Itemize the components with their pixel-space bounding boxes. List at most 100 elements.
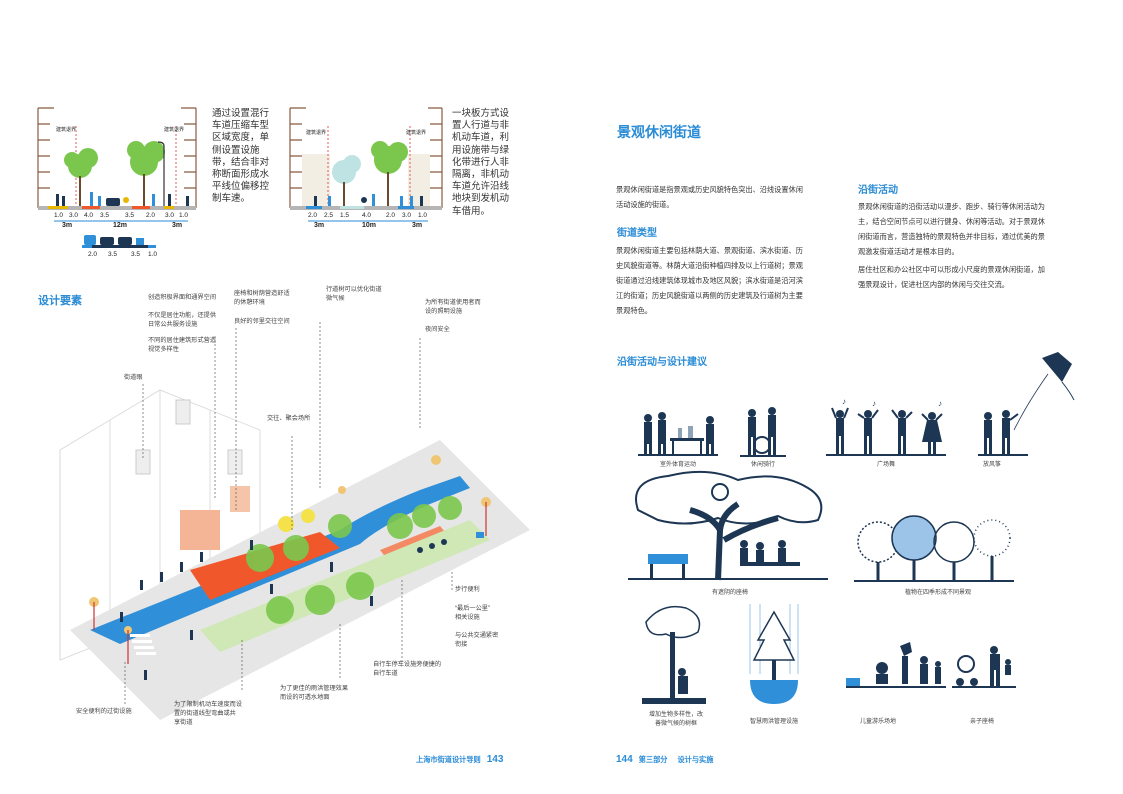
section-a-dim: 3.5 xyxy=(125,212,134,219)
callout-line: 设的照明设施 xyxy=(425,308,463,315)
cycling-label: 休闲骑行 xyxy=(750,462,775,468)
section-b-dim: 2.0 xyxy=(308,212,317,219)
text-line: 活动设施的街道。 xyxy=(616,200,674,209)
text-line: 平线位偏移控 xyxy=(212,181,270,193)
callout-line: 微气候 xyxy=(326,295,345,302)
section-a-width: 3m xyxy=(172,222,182,229)
seasonal-plants-label: 植物在四季形成不同景观 xyxy=(904,590,971,596)
shaded-seating-icon xyxy=(628,470,828,581)
svg-text:♪: ♪ xyxy=(872,399,876,408)
section-a-dim: 4.0 xyxy=(84,212,93,219)
section-a-width: 12m xyxy=(113,222,127,229)
section-a-setback-left: 建筑退界 xyxy=(56,126,76,133)
callout-line: 不同的居住建筑形式营造 xyxy=(148,337,217,344)
callout-line: 为了限制机动车速度而设 xyxy=(174,701,243,708)
section-a-dim-bottom: 3.5 xyxy=(108,251,117,258)
kite-flying-icon xyxy=(978,352,1075,456)
section-b-dim: 2.0 xyxy=(386,212,395,219)
text-line: 置人行道与非 xyxy=(452,120,510,132)
text-line: 制车速。 xyxy=(212,193,251,205)
street-axonometric-illustration xyxy=(59,322,530,720)
text-line: 江的街道；历史风貌街道以两侧的历史建筑及行道树为主要 xyxy=(616,291,803,300)
intro-paragraph: 景观休闲街道是指景观或历史风貌特色突出、沿线设置休闲 活动设施的街道。 xyxy=(616,182,848,212)
section-a-dim-bottom: 2.0 xyxy=(88,251,97,258)
text-line: 隔离，非机动 xyxy=(452,169,510,181)
activity-paragraph: 景观休闲街道的沿街活动以漫步、跑步、骑行等休闲活动为 主，结合空间节点可以进行健… xyxy=(858,199,1092,292)
callout-line: 置的街道线型弯曲或共 xyxy=(174,710,236,717)
biodiversity-tree-pit-icon xyxy=(642,605,706,704)
text-line: 史风貌街道等。林荫大道沿街种植四排及以上行道树；景观 xyxy=(616,261,803,270)
callout-night-safety: 夜间安全 xyxy=(425,326,450,333)
callout-line: 为了更佳的雨洪管理效果 xyxy=(280,685,349,692)
text-line: 景观特色。 xyxy=(616,306,652,315)
text-line: 车道压缩车型 xyxy=(212,120,270,132)
section-a-dim: 1.0 xyxy=(179,212,188,219)
callout-active-frontage: 创造积极界面和通界空间 xyxy=(148,294,217,301)
text-line: 观激发街道活动才是根本目的。 xyxy=(858,247,959,256)
text-line: 景观休闲街道主要包括林荫大道、景观街道、滨水街道、历 xyxy=(616,246,803,255)
label-line: 善微气候的树框 xyxy=(654,721,697,727)
family-seating-label: 亲子座椅 xyxy=(969,719,994,725)
text-line: 机动车道，利 xyxy=(452,132,510,144)
text-line: 强景观设计，促进社区内部的休闲与交往交流。 xyxy=(858,280,1009,289)
text-line: 通过设置混行 xyxy=(212,108,270,119)
svg-text:♪: ♪ xyxy=(842,397,846,406)
callout-public-services: 不仅是居住功能，还提供 日常公共服务设施 xyxy=(148,311,216,329)
callout-traffic-calming: 为了限制机动车速度而设 置的街道线型弯曲或共 享街道 xyxy=(174,700,242,727)
callout-line: 衔接 xyxy=(455,641,468,648)
section-a-dim: 3.0 xyxy=(69,212,78,219)
text-line: 居住社区和办公社区中可以形成小尺度的景观休闲街道，加 xyxy=(858,265,1045,274)
callout-line: 而设的可透水地面 xyxy=(280,694,330,701)
section-a-dim-bottom: 3.5 xyxy=(131,251,140,258)
text-line: 区域宽度，单 xyxy=(212,132,270,144)
right-page-number: 144 xyxy=(616,754,633,765)
callout-line: 视觉多样性 xyxy=(148,346,179,353)
sport-label: 室外体育运动 xyxy=(659,462,696,468)
text-line: 主，结合空间节点可以进行健身、休闲等活动。对于景观休 xyxy=(858,217,1045,226)
square-dance-label: 广场舞 xyxy=(876,462,895,468)
text-line: 街道通过沿线建筑体现城市及地区风貌；滨水街道是沿河滨 xyxy=(616,276,803,285)
suggestions-title: 沿街活动与设计建议 xyxy=(617,357,707,368)
callout-line: 与公共交通紧密 xyxy=(455,632,499,639)
section-b-diagram: 建筑退界 建筑退界 2.0 2.5 1.5 4.0 2.0 3.0 1.0 3m… xyxy=(289,107,443,229)
section-a-width: 3m xyxy=(62,222,72,229)
section-b-setback-right: 建筑退界 xyxy=(406,129,426,136)
callout-lighting: 为所有街道使用者而 设的照明设施 xyxy=(425,298,481,316)
section-a-dim: 2.0 xyxy=(146,212,155,219)
callout-street-eyes: 街道眼 xyxy=(124,374,143,381)
section-b-description: 一块板方式设 置人行道与非 机动车道，利 用设施带与绿 化带进行人非 隔离，非机… xyxy=(452,108,512,218)
callout-line: 的休憩环境 xyxy=(234,299,265,306)
section-a-diagram: 建筑退界 建筑退界 1.0 3.0 4.0 3.5 3.5 2.0 3.0 1.… xyxy=(37,107,197,258)
callout-last-mile: “最后一公里” 相关设施 xyxy=(455,604,490,622)
callout-line: 相关设施 xyxy=(455,614,480,621)
section-a-dim-bottom: 1.0 xyxy=(148,251,157,258)
section-a-description: 通过设置混行 车道压缩车型 区域宽度，单 侧设置设施 带，结合非对 称断面形成水… xyxy=(212,108,272,206)
callout-line: 座椅和树荫营造舒适 xyxy=(234,290,290,297)
section-a-dim: 3.5 xyxy=(100,212,109,219)
family-seating-icon xyxy=(952,646,1016,688)
section-a-setback-right: 建筑退界 xyxy=(164,126,184,133)
section-b-dim: 1.5 xyxy=(340,212,349,219)
callout-visual-diversity: 不同的居住建筑形式营造 视觉多样性 xyxy=(148,336,216,354)
left-footer: 上海市街道设计导则 143 xyxy=(416,754,503,765)
section-b-setback-left: 建筑退界 xyxy=(306,129,326,136)
text-line: 一块板方式设 xyxy=(452,108,510,119)
street-types-paragraph: 景观休闲街道主要包括林荫大道、景观街道、滨水街道、历 史风貌街道等。林荫大道沿街… xyxy=(616,243,848,318)
text-line: 闲街道而言，营造独特的景观特色并非目标，通过优美的景 xyxy=(858,232,1045,241)
section-b-dim: 3.0 xyxy=(402,212,411,219)
callout-permeable-ground: 为了更佳的雨洪管理效果 而设的可透水地面 xyxy=(280,684,348,702)
activity-title: 沿街活动 xyxy=(858,185,898,196)
section-b-dim: 4.0 xyxy=(362,212,371,219)
callout-line: 行道树可以优化街道 xyxy=(326,286,382,293)
right-footer-part: 第三部分 xyxy=(638,755,668,764)
callout-safe-crossing: 安全便利的过街设施 xyxy=(76,708,132,715)
text-line: 称断面形成水 xyxy=(212,169,270,181)
cycling-icon xyxy=(740,407,786,457)
biodiversity-label: 增加生物多样性，改 善微气候的树框 xyxy=(636,709,716,727)
square-dance-icon: ♪♪♪ xyxy=(826,397,946,456)
text-line: 车道允许沿线 xyxy=(452,181,510,193)
shaded-seating-label: 有遮阴的座椅 xyxy=(711,590,748,596)
callout-line: “最后一公里” xyxy=(455,605,491,612)
callout-street-trees: 行道树可以优化街道 微气候 xyxy=(326,285,382,303)
callout-line: 为所有街道使用者而 xyxy=(425,299,481,306)
